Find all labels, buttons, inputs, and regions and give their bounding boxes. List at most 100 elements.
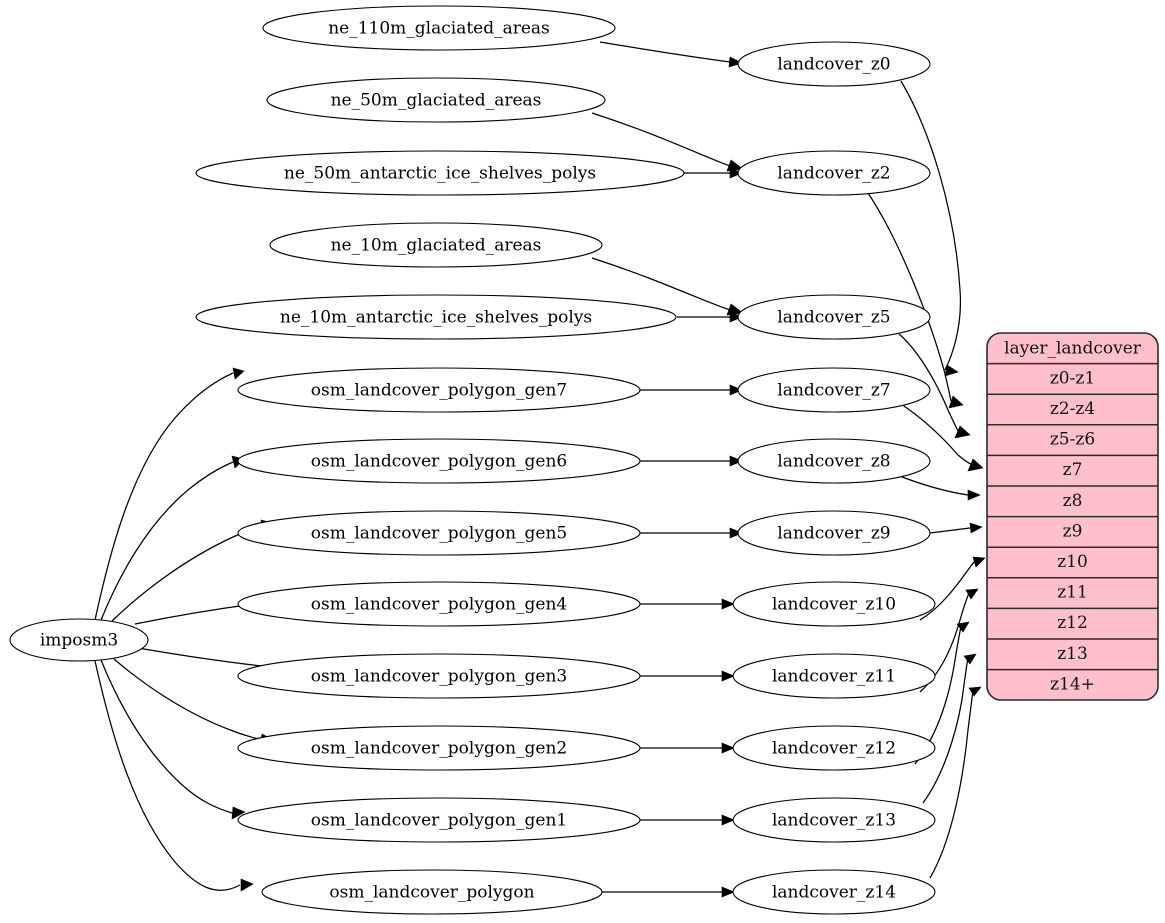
edge-lcz5-to-row-z5z6 [898,333,971,439]
node-shape[interactable] [732,869,936,915]
node-gen0-label: osm_landcover_polygon [329,883,534,903]
table-row-z10[interactable]: z10 [1057,552,1088,572]
node-gen1-label: osm_landcover_polygon_gen1 [311,811,567,831]
node-shape[interactable] [732,581,936,627]
node-osm-landcover-polygon-gen3[interactable]: osm_landcover_polygon_gen3 [237,653,641,699]
node-gen6-label: osm_landcover_polygon_gen6 [311,452,567,472]
node-shape[interactable] [732,725,936,771]
edge-gen2-to-lcz12 [640,742,735,754]
node-shape[interactable] [737,41,931,87]
node-landcover-z12[interactable]: landcover_z12 [732,725,936,771]
table-row-z12[interactable]: z12 [1057,613,1088,633]
edge-ne50a-to-lcz2 [684,167,743,179]
node-lcz2-label: landcover_z2 [777,164,890,184]
node-ne-50m-antarctic-ice-shelves-polys[interactable]: ne_50m_antarctic_ice_shelves_polys [195,150,685,196]
node-shape[interactable] [237,510,641,556]
node-lcz13-label: landcover_z13 [772,811,896,831]
node-shape[interactable] [195,294,677,340]
node-shape[interactable] [261,869,603,915]
table-row-z2-z4[interactable]: z2-z4 [1050,399,1095,419]
node-shape[interactable] [737,150,931,196]
node-osm-landcover-polygon[interactable]: osm_landcover_polygon [261,869,603,915]
node-shape[interactable] [195,150,685,196]
node-shape[interactable] [237,797,641,843]
edge-lcz12-to-row-z12 [914,621,970,765]
node-ne-50m-glaciated-areas[interactable]: ne_50m_glaciated_areas [266,77,606,123]
node-landcover-z11[interactable]: landcover_z11 [732,653,936,699]
node-shape[interactable] [737,438,931,484]
node-shape[interactable] [737,510,931,556]
edge-lcz8-to-row-z8 [896,474,981,501]
edge-gen3-to-lcz11 [640,670,735,682]
node-shape[interactable] [737,294,931,340]
table-row-z11[interactable]: z11 [1057,583,1088,603]
node-lcz7-label: landcover_z7 [777,381,890,401]
edge-lcz13-to-row-z13 [922,653,977,804]
node-gen5-label: osm_landcover_polygon_gen5 [311,524,567,544]
node-shape[interactable] [266,77,606,123]
node-lcz5-label: landcover_z5 [777,308,890,328]
node-shape[interactable] [237,653,641,699]
edge-lcz9-to-row-z9 [929,522,983,534]
node-imposm3[interactable]: imposm3 [9,618,149,662]
table-row-z5-z6[interactable]: z5-z6 [1050,430,1095,450]
node-landcover-z14[interactable]: landcover_z14 [732,869,936,915]
node-shape[interactable] [237,725,641,771]
node-ne50g-label: ne_50m_glaciated_areas [331,91,542,111]
edge-lcz0-to-row-z0z1 [900,80,962,377]
node-ne-10m-antarctic-ice-shelves-polys[interactable]: ne_10m_antarctic_ice_shelves_polys [195,294,677,340]
node-landcover-z13[interactable]: landcover_z13 [732,797,936,843]
node-osm-landcover-polygon-gen2[interactable]: osm_landcover_polygon_gen2 [237,725,641,771]
node-gen4-label: osm_landcover_polygon_gen4 [311,595,567,615]
node-osm-landcover-polygon-gen6[interactable]: osm_landcover_polygon_gen6 [237,438,641,484]
node-ne-110m-glaciated-areas[interactable]: ne_110m_glaciated_areas [262,5,616,51]
node-landcover-z10[interactable]: landcover_z10 [732,581,936,627]
edge-gen6-to-lcz8 [640,455,743,467]
edge-gen0-to-lcz14 [602,886,735,898]
node-shape[interactable] [732,797,936,843]
table-header-label: layer_landcover [1004,339,1142,359]
node-landcover-z2[interactable]: landcover_z2 [737,150,931,196]
table-row-z0-z1[interactable]: z0-z1 [1050,369,1095,389]
node-lcz14-label: landcover_z14 [772,883,896,903]
node-gen3-label: osm_landcover_polygon_gen3 [311,667,567,687]
nodes-layer: imposm3 ne_110m_glaciated_areas ne_50m_g… [9,5,936,915]
node-osm-landcover-polygon-gen1[interactable]: osm_landcover_polygon_gen1 [237,797,641,843]
node-osm-landcover-polygon-gen4[interactable]: osm_landcover_polygon_gen4 [237,581,641,627]
layer-landcover-table[interactable]: layer_landcover z0-z1 z2-z4 z5-z6 z7 z8 … [986,332,1159,701]
node-shape[interactable] [262,5,616,51]
table-row-z7[interactable]: z7 [1063,460,1083,480]
node-shape[interactable] [9,618,149,662]
node-landcover-z0[interactable]: landcover_z0 [737,41,931,87]
edge-imposm3-to-gen0 [94,660,254,892]
edge-gen1-to-lcz13 [640,814,735,826]
node-lcz12-label: landcover_z12 [772,739,896,759]
node-osm-landcover-polygon-gen5[interactable]: osm_landcover_polygon_gen5 [237,510,641,556]
node-shape[interactable] [732,653,936,699]
node-ne110g-label: ne_110m_glaciated_areas [328,19,550,39]
edge-ne10a-to-lcz5 [677,311,743,323]
node-landcover-z8[interactable]: landcover_z8 [737,438,931,484]
node-ne10g-label: ne_10m_glaciated_areas [331,236,542,256]
table-row-z8[interactable]: z8 [1063,491,1083,511]
node-landcover-z9[interactable]: landcover_z9 [737,510,931,556]
node-landcover-z7[interactable]: landcover_z7 [737,367,931,413]
node-shape[interactable] [269,222,603,268]
node-lcz0-label: landcover_z0 [777,55,890,75]
node-shape[interactable] [237,438,641,484]
node-shape[interactable] [237,367,641,413]
node-gen7-label: osm_landcover_polygon_gen7 [311,381,567,401]
node-landcover-z5[interactable]: landcover_z5 [737,294,931,340]
node-osm-landcover-polygon-gen7[interactable]: osm_landcover_polygon_gen7 [237,367,641,413]
table-row-z9[interactable]: z9 [1063,521,1083,541]
edge-gen4-to-lcz10 [640,598,735,610]
table-row-z13[interactable]: z13 [1057,644,1088,664]
edge-imposm3-to-gen7 [94,367,245,621]
node-shape[interactable] [237,581,641,627]
edge-lcz7-to-row-z7 [900,403,984,472]
table-row-z14-plus[interactable]: z14+ [1050,674,1095,694]
node-shape[interactable] [737,367,931,413]
node-ne-10m-glaciated-areas[interactable]: ne_10m_glaciated_areas [269,222,603,268]
